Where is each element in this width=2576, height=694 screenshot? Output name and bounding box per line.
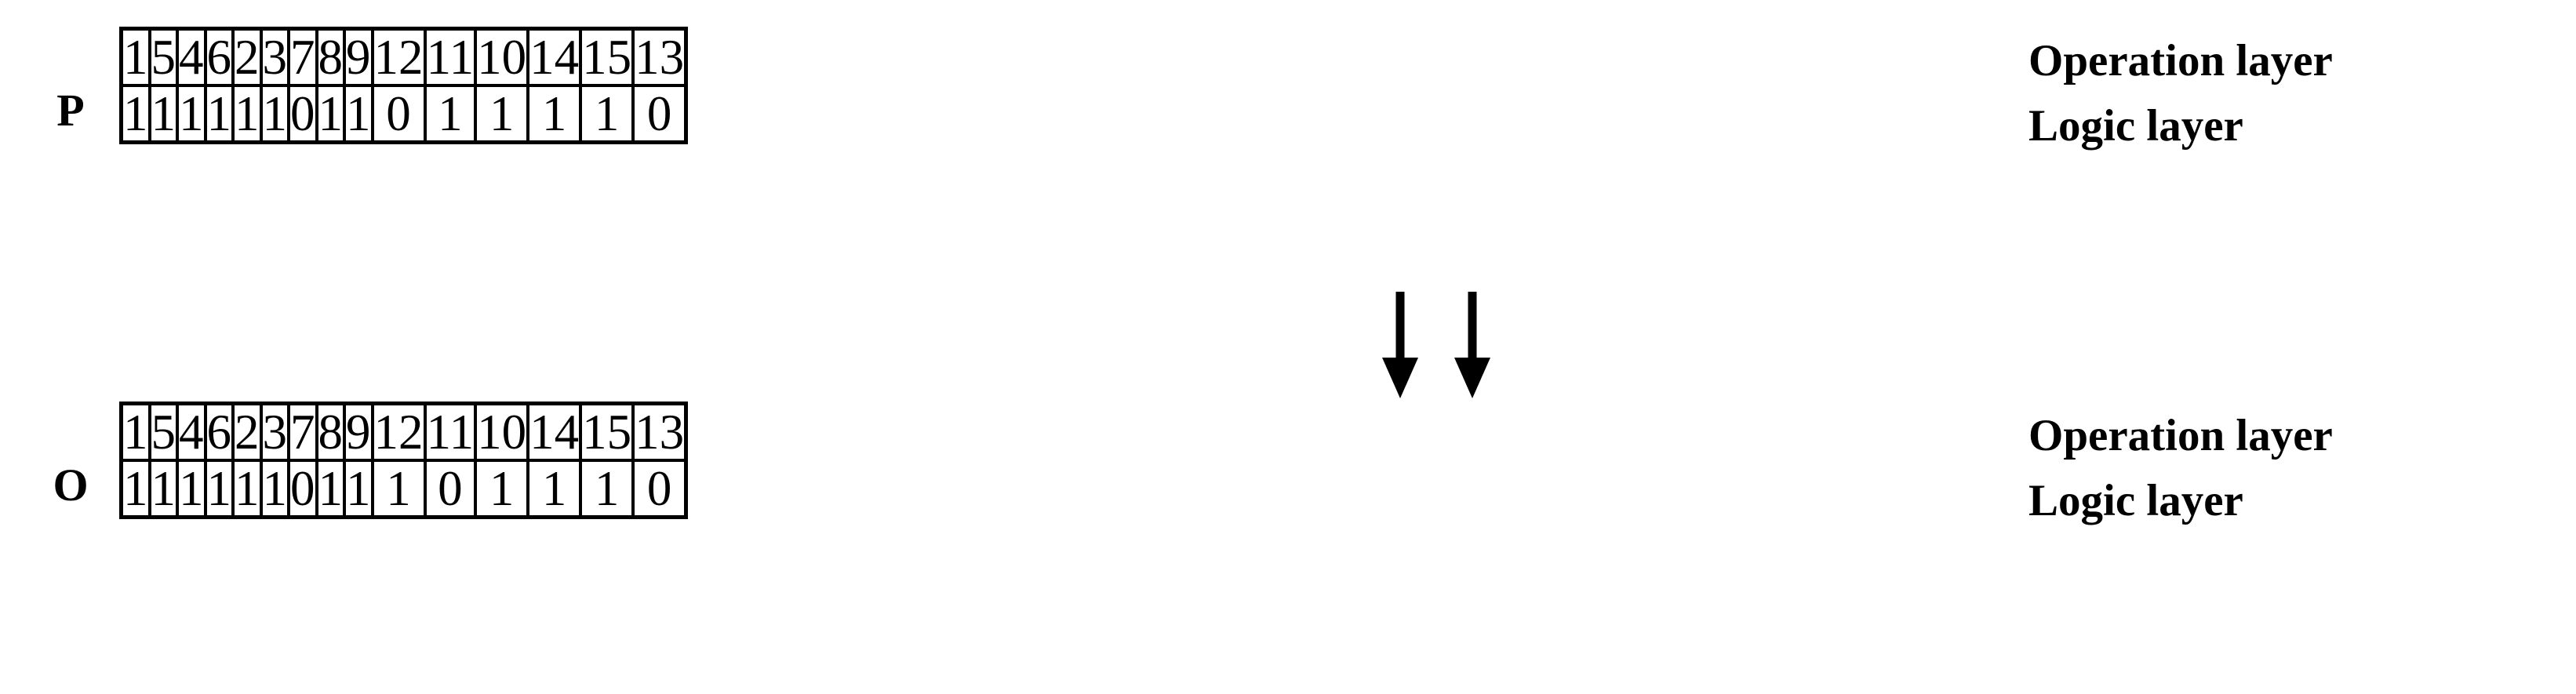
- operation-row-p-cell-5: 2: [231, 27, 263, 87]
- logic-row-p-cell-8: 1: [315, 84, 346, 144]
- operation-row-o-cell-5: 2: [231, 402, 263, 462]
- logic-row-p-cell-15: 0: [631, 84, 688, 144]
- operation-row-o-cell-12: 10: [474, 402, 530, 462]
- operation-row-o-cell-1: 1: [119, 402, 151, 462]
- arrow-col-10-head: [1382, 358, 1418, 398]
- logic-row-o-cell-13: 1: [526, 459, 583, 519]
- logic-row-o-cell-2: 1: [147, 459, 179, 519]
- operation-row-p-cell-9: 9: [343, 27, 374, 87]
- arrow-col-11: [1454, 292, 1490, 398]
- logic-row-p-cell-5: 1: [231, 84, 263, 144]
- logic-row-o-cell-15: 0: [631, 459, 688, 519]
- operation-row-p-cell-10: 12: [370, 27, 427, 87]
- operation-row-p-cell-13: 14: [526, 27, 583, 87]
- logic-row-o-cell-8: 1: [315, 459, 346, 519]
- operation-row-o-cell-9: 9: [343, 402, 374, 462]
- operation-row-p-cell-6: 3: [259, 27, 290, 87]
- operation-layer-label-p: Operation layer: [2028, 36, 2333, 85]
- operation-row-o-cell-15: 13: [631, 402, 688, 462]
- logic-row-o-cell-4: 1: [203, 459, 235, 519]
- operation-row-p-cell-4: 6: [203, 27, 235, 87]
- logic-row-p-cell-1: 1: [119, 84, 151, 144]
- logic-row-o-cell-10: 1: [370, 459, 427, 519]
- operation-row-o-cell-8: 8: [315, 402, 346, 462]
- operation-row-o-cell-14: 15: [579, 402, 635, 462]
- operation-row-o-cell-11: 11: [423, 402, 478, 462]
- logic-row-o-cell-5: 1: [231, 459, 263, 519]
- logic-row-o-cell-11: 0: [423, 459, 478, 519]
- operation-row-o-cell-3: 4: [176, 402, 207, 462]
- block-tag-p: P: [56, 85, 85, 136]
- logic-row-p-cell-7: 0: [287, 84, 318, 144]
- operation-layer-label-o: Operation layer: [2028, 411, 2333, 460]
- block-tag-o: O: [53, 460, 89, 511]
- logic-row-o-cell-1: 1: [119, 459, 151, 519]
- operation-row-o-cell-2: 5: [147, 402, 179, 462]
- logic-row-p-cell-6: 1: [259, 84, 290, 144]
- arrow-col-11-head: [1454, 358, 1490, 398]
- operation-row-p-cell-2: 5: [147, 27, 179, 87]
- logic-row-p-cell-10: 0: [370, 84, 427, 144]
- operation-row-o-cell-4: 6: [203, 402, 235, 462]
- operation-row-o-cell-10: 12: [370, 402, 427, 462]
- logic-row-o-cell-12: 1: [474, 459, 530, 519]
- operation-row-p-cell-11: 11: [423, 27, 478, 87]
- arrow-col-10: [1382, 292, 1418, 398]
- operation-row-p-cell-14: 15: [579, 27, 635, 87]
- logic-row-o-cell-7: 0: [287, 459, 318, 519]
- logic-row-o-cell-3: 1: [176, 459, 207, 519]
- logic-row-p-cell-9: 1: [343, 84, 374, 144]
- operation-row-o-cell-13: 14: [526, 402, 583, 462]
- operation-row-p-cell-3: 4: [176, 27, 207, 87]
- logic-row-o-cell-9: 1: [343, 459, 374, 519]
- logic-row-p-cell-13: 1: [526, 84, 583, 144]
- logic-layer-label-p: Logic layer: [2028, 101, 2243, 151]
- arrow-col-10-shaft: [1395, 292, 1405, 358]
- logic-row-p-cell-2: 1: [147, 84, 179, 144]
- logic-row-p-cell-11: 1: [423, 84, 478, 144]
- logic-row-p-cell-4: 1: [203, 84, 235, 144]
- logic-row-p-cell-12: 1: [474, 84, 530, 144]
- operation-row-o-cell-6: 3: [259, 402, 290, 462]
- operation-row-p-cell-8: 8: [315, 27, 346, 87]
- logic-layer-label-o: Logic layer: [2028, 476, 2243, 525]
- operation-row-o-cell-7: 7: [287, 402, 318, 462]
- operation-row-p-cell-1: 1: [119, 27, 151, 87]
- logic-row-o-cell-14: 1: [579, 459, 635, 519]
- operation-row-p-cell-12: 10: [474, 27, 530, 87]
- logic-row-p-cell-14: 1: [579, 84, 635, 144]
- operation-row-p-cell-15: 13: [631, 27, 688, 87]
- operation-row-p-cell-7: 7: [287, 27, 318, 87]
- arrow-col-11-shaft: [1468, 292, 1477, 358]
- logic-row-p-cell-3: 1: [176, 84, 207, 144]
- logic-row-o-cell-6: 1: [259, 459, 290, 519]
